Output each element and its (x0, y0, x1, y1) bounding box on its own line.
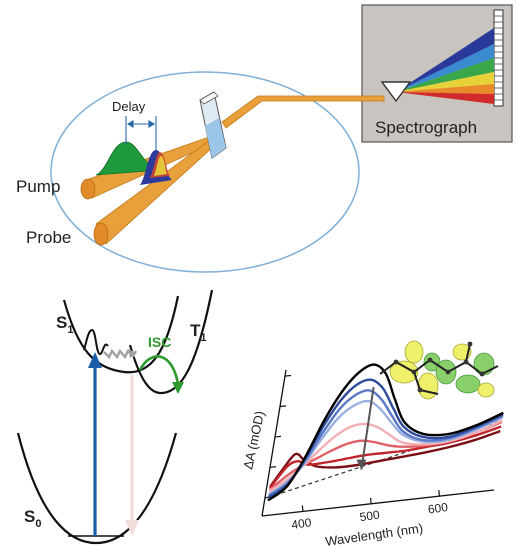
spectrum-trace (267, 363, 504, 502)
y-axis-label: ΔA (mOD) (240, 410, 267, 471)
y-tick (274, 435, 282, 438)
molecule-orbital-illustration (379, 340, 499, 400)
plot-axes: 400 500 600 (261, 369, 495, 532)
probe-beam-end (93, 222, 109, 246)
x-tick (369, 497, 372, 504)
s1-label: S1 (56, 313, 73, 336)
s1-curve (62, 295, 180, 374)
t1-label: T1 (190, 321, 207, 344)
y-tick (269, 466, 277, 468)
spectrograph-label: Spectrograph (375, 118, 477, 137)
y-tick (279, 405, 287, 408)
dispersed-spectrum (396, 28, 494, 104)
x-tick-label: 500 (359, 508, 381, 525)
x-tick-label: 600 (427, 500, 449, 517)
spectrum-trace (269, 429, 501, 488)
decay-arrow (356, 386, 375, 470)
spectrum-trace (268, 425, 502, 489)
decay-arrow-head (356, 459, 367, 470)
probe-label: Probe (26, 228, 71, 247)
setup-diagram: Delay Pump Probe Spectrograph (16, 4, 513, 273)
energy-diagram: S1 T1 S0 ISC (16, 289, 214, 545)
x-tick (301, 505, 304, 512)
sample-cuvette (199, 91, 227, 159)
isc-arrow (138, 355, 180, 385)
spectrum-trace (268, 389, 504, 497)
x-tick (438, 490, 441, 497)
decay-arrow-shaft (360, 386, 375, 470)
delay-marker (125, 116, 157, 150)
x-axis-label: Wavelength (nm) (324, 520, 424, 549)
setup-table-circle (50, 71, 360, 273)
plot-series (267, 363, 504, 502)
y-tick (284, 374, 292, 377)
x-tick-label: 400 (291, 515, 313, 532)
pump-label: Pump (16, 177, 60, 196)
s0-curve (16, 432, 178, 545)
t1-curve (128, 289, 214, 395)
y-axis-line (261, 369, 287, 517)
pump-beam-end (80, 178, 96, 200)
x-axis-line (261, 489, 495, 517)
s0-label: S0 (24, 507, 41, 530)
delay-label: Delay (112, 99, 146, 114)
isc-label: ISC (148, 334, 171, 350)
probe-output-beam (221, 95, 385, 129)
detector-array (493, 9, 504, 107)
prism-icon (380, 81, 412, 103)
wavepacket (83, 328, 109, 356)
spectrum-trace (268, 399, 504, 496)
